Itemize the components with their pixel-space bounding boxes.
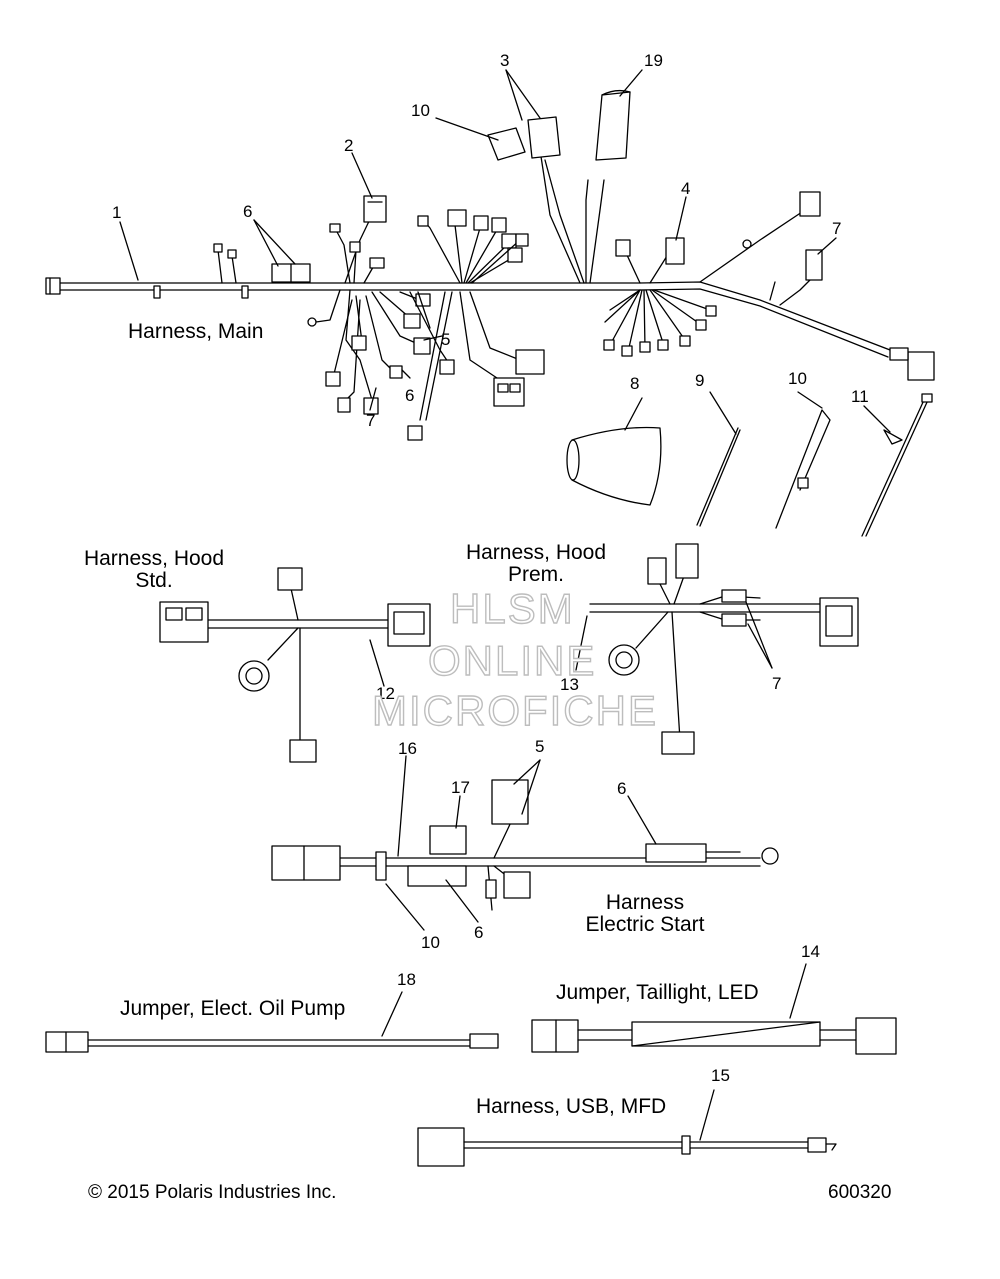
- figure-number: 600320: [828, 1182, 892, 1203]
- callout-1: 1: [112, 203, 122, 222]
- callout-13: 13: [560, 675, 579, 694]
- usb-harness-drawing: [418, 1090, 836, 1166]
- callout-5: 5: [441, 330, 451, 349]
- callout-16: 16: [398, 739, 417, 758]
- oil-pump-jumper-drawing: [46, 992, 498, 1052]
- callout-18: 18: [397, 970, 416, 989]
- callout-4: 4: [681, 179, 691, 198]
- callout-8: 8: [630, 374, 640, 393]
- callout-10: 10: [411, 101, 430, 120]
- title-harness-hood-std-line2: Std.: [135, 569, 173, 592]
- title-harness-main: Harness, Main: [128, 320, 264, 343]
- callout-6: 6: [617, 779, 627, 798]
- hood-prem-harness-drawing: [576, 544, 858, 754]
- callout-10: 10: [788, 369, 807, 388]
- watermark-line1: HLSM: [449, 585, 575, 632]
- title-harness-hood-std: Harness, Hood Std.: [76, 548, 232, 592]
- callout-14: 14: [801, 942, 820, 961]
- copyright-notice: © 2015 Polaris Industries Inc.: [88, 1182, 337, 1203]
- taillight-jumper-drawing: [532, 964, 896, 1054]
- callout-9: 9: [695, 371, 705, 390]
- main-harness-drawing: [46, 70, 934, 440]
- electric-start-harness-drawing: [272, 756, 778, 930]
- title-harness-hood-prem: Harness, Hood Prem.: [458, 542, 614, 586]
- title-harness-electric-start-line1: Harness: [605, 891, 685, 914]
- callout-3: 3: [500, 51, 510, 70]
- callout-6: 6: [243, 202, 253, 221]
- hood-std-harness-drawing: [160, 568, 430, 762]
- callout-2: 2: [344, 136, 354, 155]
- callout-12: 12: [376, 684, 395, 703]
- title-harness-usb: Harness, USB, MFD: [476, 1095, 667, 1118]
- callout-17: 17: [451, 778, 470, 797]
- title-harness-hood-prem-line1: Harness, Hood: [465, 541, 607, 564]
- callout-5: 5: [535, 737, 545, 756]
- callout-10: 10: [421, 933, 440, 952]
- title-harness-hood-std-line1: Harness, Hood: [83, 547, 225, 570]
- callout-7: 7: [832, 219, 842, 238]
- title-harness-electric-start: Harness Electric Start: [572, 892, 718, 936]
- callout-6: 6: [474, 923, 484, 942]
- title-jumper-taillight: Jumper, Taillight, LED: [556, 981, 759, 1004]
- callout-11: 11: [851, 387, 869, 406]
- loose-parts-drawing: [567, 392, 932, 536]
- watermark-line3: MICROFICHE: [371, 687, 658, 734]
- callout-6: 6: [405, 386, 415, 405]
- callout-19: 19: [644, 51, 663, 70]
- title-harness-hood-prem-line2: Prem.: [507, 563, 564, 586]
- title-harness-electric-start-line2: Electric Start: [585, 913, 705, 936]
- watermark-line2: ONLINE: [427, 637, 597, 684]
- callout-7: 7: [772, 674, 782, 693]
- callout-7: 7: [366, 411, 376, 430]
- title-jumper-oil-pump: Jumper, Elect. Oil Pump: [120, 997, 346, 1020]
- callout-15: 15: [711, 1066, 730, 1085]
